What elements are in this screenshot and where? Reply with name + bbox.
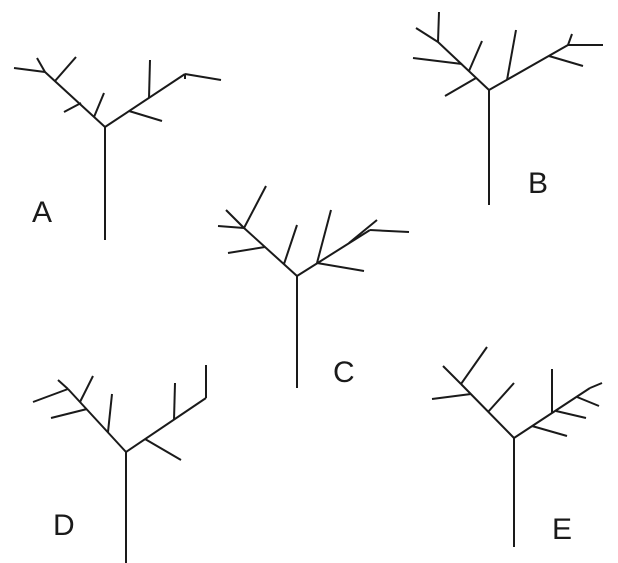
tree-d: D xyxy=(32,365,207,563)
tree-b: B xyxy=(412,11,603,205)
tree-d-label: D xyxy=(53,509,75,542)
tree-e-branches xyxy=(431,346,603,547)
tree-d-branches xyxy=(32,365,207,563)
tree-e-label: E xyxy=(552,513,572,546)
tree-b-label: B xyxy=(528,167,548,200)
tree-a-label: A xyxy=(32,196,52,229)
tree-c-label: C xyxy=(333,356,355,389)
tree-a-branches xyxy=(13,56,222,240)
tree-b-branches xyxy=(412,11,603,205)
tree-c: C xyxy=(217,185,410,389)
tree-c-branches xyxy=(217,185,410,388)
tree-e: E xyxy=(431,346,603,547)
tree-a: A xyxy=(13,56,222,240)
